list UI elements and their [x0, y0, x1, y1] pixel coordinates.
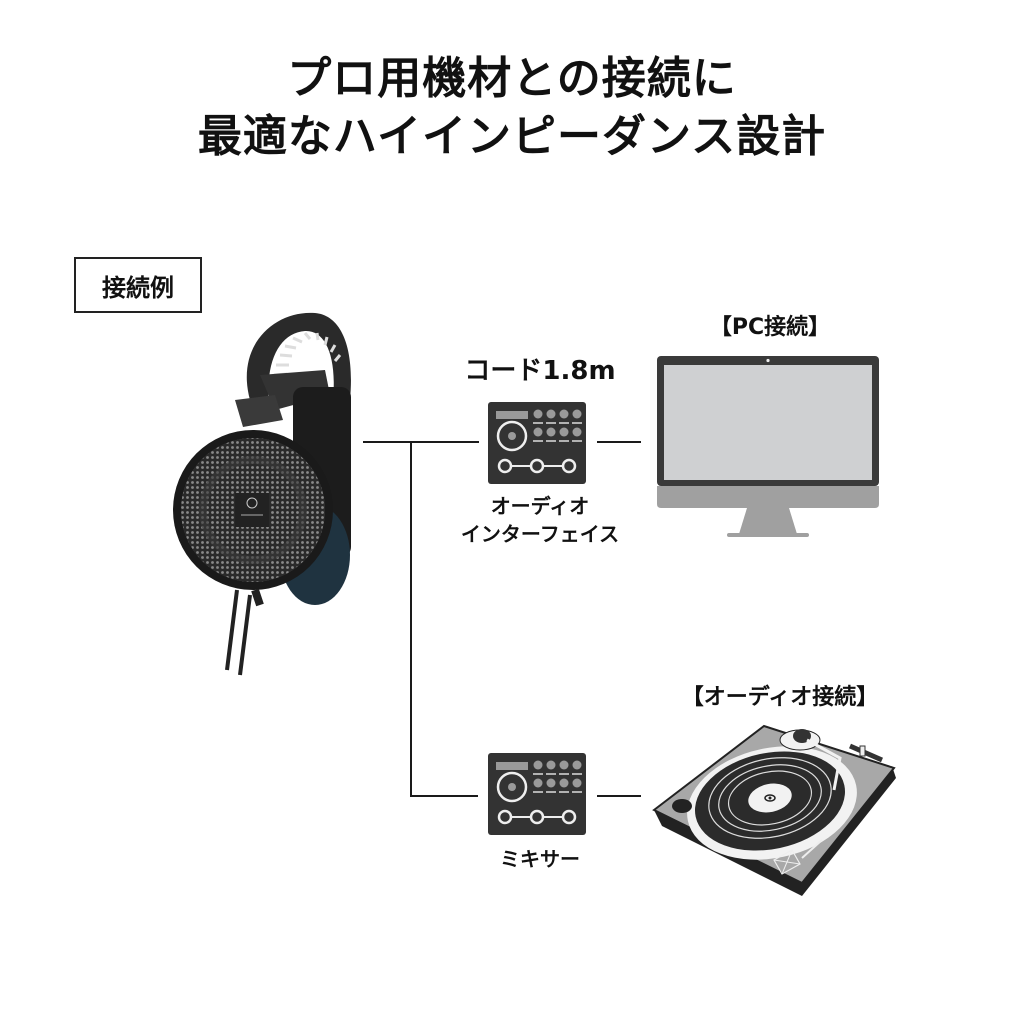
page-title-line2: 最適なハイインピーダンス設計 — [197, 111, 827, 162]
audio-interface-label-line2: インターフェイス — [460, 522, 620, 546]
turntable-icon — [652, 724, 896, 896]
mixer-icon — [488, 753, 586, 835]
monitor-icon — [657, 356, 879, 537]
connector-line — [597, 795, 641, 797]
audio-interface-label: オーディオ インターフェイス — [440, 492, 640, 548]
audio-connection-label: 【オーディオ接続】 — [681, 685, 879, 710]
connector-line — [597, 441, 641, 443]
connector-line — [410, 795, 478, 797]
mixer-label: ミキサー — [500, 847, 580, 871]
connector-line — [410, 441, 412, 796]
connector-line — [363, 441, 479, 443]
audio-interface-label-line1: オーディオ — [490, 494, 590, 518]
page-title-line1: プロ用機材との接続に — [287, 53, 737, 104]
headphones-icon — [173, 312, 351, 676]
audio-interface-icon — [488, 402, 586, 484]
connection-example-label: 接続例 — [74, 257, 202, 313]
cord-length-label: コード1.8m — [464, 356, 616, 386]
pc-connection-label: 【PC接続】 — [709, 315, 831, 340]
